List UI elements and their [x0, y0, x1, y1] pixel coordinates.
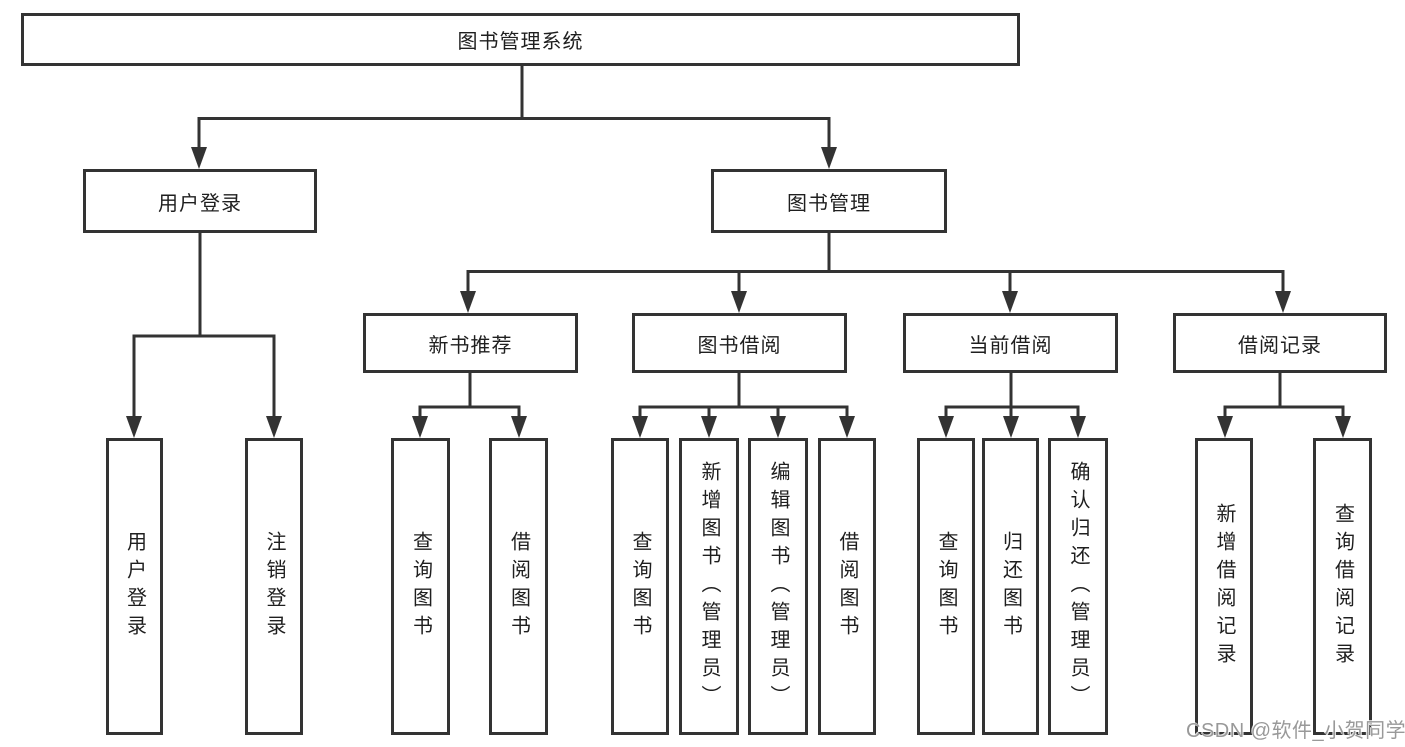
leaf-borrow-books: 借阅图书	[818, 438, 876, 735]
leaf-add-books-admin: 新增图书（管理员）	[679, 438, 739, 735]
leaf-query-borrow-record-label: 查询借阅记录	[1331, 502, 1354, 671]
node-book-management: 图书管理	[711, 169, 947, 233]
leaf-add-books-admin-label: 新增图书（管理员）	[698, 460, 720, 713]
leaf-add-borrow-record: 新增借阅记录	[1195, 438, 1253, 735]
leaf-user-login-label: 用户登录	[123, 530, 146, 643]
leaf-edit-books-admin: 编辑图书（管理员）	[748, 438, 808, 735]
node-current-borrowing: 当前借阅	[903, 313, 1118, 373]
node-new-book-recommend-label: 新书推荐	[428, 334, 513, 357]
node-book-management-label: 图书管理	[787, 192, 871, 215]
leaf-query-books-current: 查询图书	[917, 438, 975, 735]
leaf-confirm-return-admin: 确认归还（管理员）	[1048, 438, 1108, 735]
leaf-query-books-borrowing: 查询图书	[611, 438, 669, 735]
leaf-query-books-current-label: 查询图书	[935, 530, 957, 643]
node-book-borrowing-label: 图书借阅	[697, 334, 782, 357]
leaf-borrow-books-recommend-label: 借阅图书	[507, 530, 530, 643]
node-borrowing-records-label: 借阅记录	[1238, 334, 1322, 357]
leaf-borrow-books-recommend: 借阅图书	[489, 438, 548, 735]
leaf-user-login: 用户登录	[106, 438, 163, 735]
root-node-system: 图书管理系统	[21, 13, 1020, 66]
node-user-login: 用户登录	[83, 169, 317, 233]
leaf-return-books-label: 归还图书	[999, 530, 1022, 643]
node-book-borrowing: 图书借阅	[632, 313, 847, 373]
leaf-query-books-borrowing-label: 查询图书	[629, 530, 651, 643]
root-node-label: 图书管理系统	[457, 31, 584, 53]
arrowhead-icons	[126, 147, 1351, 438]
leaf-logout: 注销登录	[245, 438, 303, 735]
leaf-query-borrow-record: 查询借阅记录	[1313, 438, 1372, 735]
leaf-logout-label: 注销登录	[263, 530, 285, 643]
leaf-add-borrow-record-label: 新增借阅记录	[1213, 502, 1235, 671]
csdn-watermark: CSDN @软件_小贺同学	[1186, 720, 1405, 742]
leaf-query-books-recommend-label: 查询图书	[409, 530, 432, 643]
node-borrowing-records: 借阅记录	[1173, 313, 1387, 373]
node-user-login-label: 用户登录	[158, 192, 242, 215]
leaf-return-books: 归还图书	[982, 438, 1039, 735]
leaf-borrow-books-label: 借阅图书	[836, 530, 858, 643]
leaf-confirm-return-admin-label: 确认归还（管理员）	[1067, 460, 1089, 713]
node-new-book-recommend: 新书推荐	[363, 313, 578, 373]
leaf-edit-books-admin-label: 编辑图书（管理员）	[767, 460, 789, 713]
node-current-borrowing-label: 当前借阅	[968, 334, 1053, 357]
leaf-query-books-recommend: 查询图书	[391, 438, 450, 735]
